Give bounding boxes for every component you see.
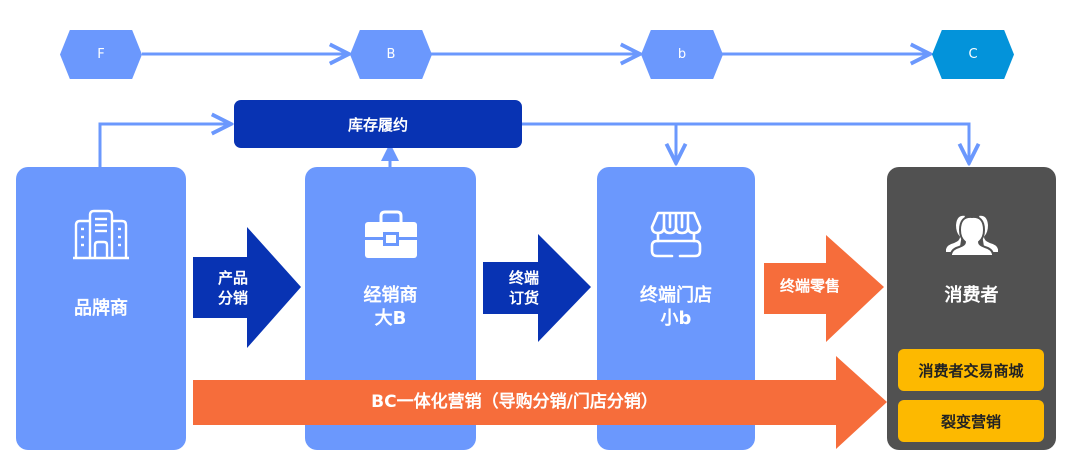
inventory-label: 库存履约	[347, 115, 408, 134]
product-distribution-label: 产品 分销	[205, 268, 261, 308]
store-label-line2: 小b	[660, 308, 692, 329]
terminal-ordering-line2: 订货	[508, 289, 539, 307]
terminal-ordering-arrow	[483, 234, 591, 342]
fission-marketing-label: 裂变营销	[940, 412, 1001, 431]
stage-hex-b-lower: b	[641, 30, 723, 79]
bc-marketing-label: BC一体化营销（导购分销/门店分销）	[193, 392, 836, 412]
product-distribution-arrow	[193, 227, 301, 348]
inventory-fulfilment-box: 库存履约	[234, 100, 522, 148]
bc-marketing-text: BC一体化营销（导购分销/门店分销）	[371, 392, 658, 412]
brand-label: 品牌商	[74, 298, 128, 319]
product-distribution-line1: 产品	[217, 269, 248, 287]
distributor-label-line2: 大B	[374, 308, 407, 329]
stage-hex-b-upper: B	[350, 30, 432, 79]
terminal-retail-arrow	[764, 235, 884, 342]
building-icon	[73, 209, 129, 260]
storefront-icon	[650, 211, 702, 258]
briefcase-icon	[364, 210, 417, 258]
distributor-label-line1: 经销商	[363, 285, 418, 306]
stage-hex-c: C	[932, 30, 1014, 79]
terminal-ordering-line1: 终端	[508, 269, 539, 287]
brand-to-inventory-line	[98, 124, 231, 168]
consumer-mall-label: 消费者交易商城	[918, 361, 1024, 380]
stage-hex-f: F	[60, 30, 142, 79]
inventory-to-consumer-line	[522, 122, 969, 163]
product-distribution-line2: 分销	[217, 289, 248, 307]
store-label-line1: 终端门店	[640, 285, 712, 306]
terminal-ordering-label: 终端 订货	[496, 268, 552, 308]
bc-marketing-arrow	[193, 356, 887, 449]
users-icon	[943, 213, 1000, 257]
terminal-retail-line1: 终端零售	[779, 277, 840, 295]
terminal-retail-label: 终端零售	[770, 276, 850, 296]
consumer-label: 消费者	[944, 285, 999, 306]
fission-marketing-button[interactable]: 裂变营销	[898, 400, 1044, 442]
brand-card: 品牌商	[16, 167, 186, 450]
consumer-mall-button[interactable]: 消费者交易商城	[898, 349, 1044, 391]
